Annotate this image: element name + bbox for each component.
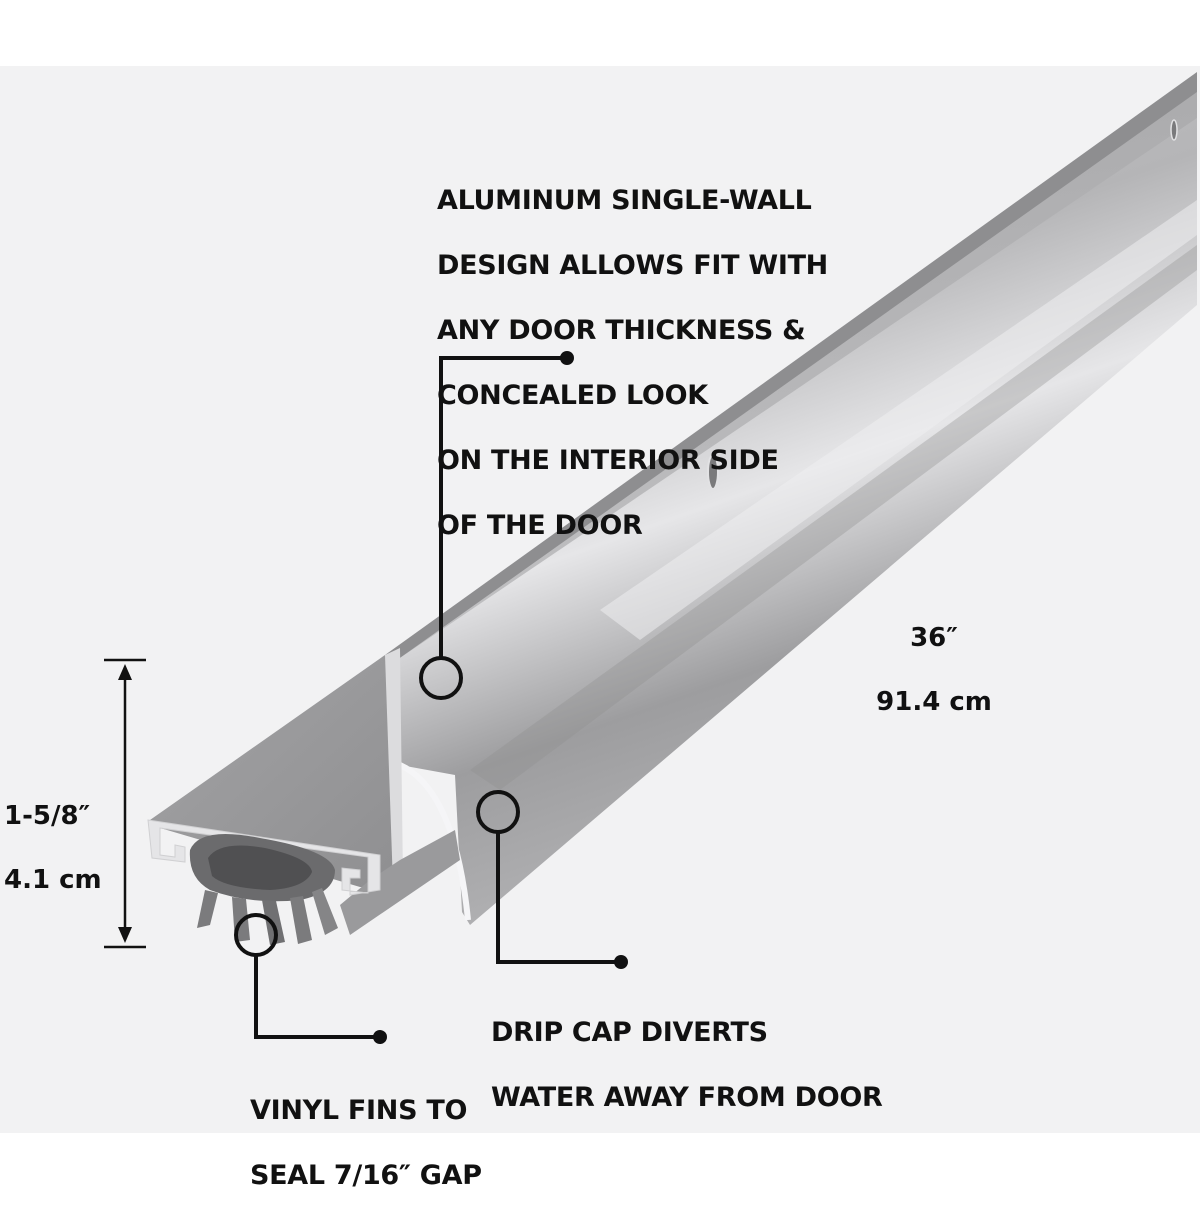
callout-line: WATER AWAY FROM DOOR bbox=[491, 1081, 883, 1113]
length-metric: 91.4 cm bbox=[876, 687, 992, 717]
callout-vinyl-fins-leader bbox=[234, 913, 387, 1044]
callout-line: ON THE INTERIOR SIDE bbox=[437, 444, 779, 476]
height-metric: 4.1 cm bbox=[4, 865, 102, 895]
height-imperial: 1-5/8″ bbox=[4, 801, 91, 831]
callout-aluminum-wall-text: ALUMINUM SINGLE-WALL DESIGN ALLOWS FIT W… bbox=[437, 152, 828, 575]
product-illustration bbox=[104, 72, 1197, 1044]
callout-line: SEAL 7/16″ GAP bbox=[250, 1159, 482, 1191]
callout-line: CONCEALED LOOK bbox=[437, 379, 708, 411]
callout-drip-cap-leader bbox=[476, 790, 628, 969]
profile-cross-section bbox=[147, 648, 460, 945]
height-dimension-label: 1-5/8″ 4.1 cm bbox=[4, 768, 102, 928]
callout-line: OF THE DOOR bbox=[437, 509, 643, 541]
length-imperial: 36″ bbox=[910, 623, 958, 653]
aluminum-rail bbox=[385, 72, 1197, 925]
callout-line: DRIP CAP DIVERTS bbox=[491, 1016, 768, 1048]
height-dimension-line bbox=[104, 658, 146, 949]
callout-line: DESIGN ALLOWS FIT WITH bbox=[437, 249, 828, 281]
callout-line: VINYL FINS TO bbox=[250, 1094, 468, 1126]
callout-vinyl-fins-text: VINYL FINS TO SEAL 7/16″ GAP bbox=[250, 1062, 482, 1225]
callout-line: ALUMINUM SINGLE-WALL bbox=[437, 184, 812, 216]
callout-line: ANY DOOR THICKNESS & bbox=[437, 314, 806, 346]
callout-drip-cap-text: DRIP CAP DIVERTS WATER AWAY FROM DOOR bbox=[491, 984, 883, 1147]
callout-aluminum-leader bbox=[419, 351, 574, 700]
length-dimension-label: 36″ 91.4 cm bbox=[870, 590, 998, 750]
